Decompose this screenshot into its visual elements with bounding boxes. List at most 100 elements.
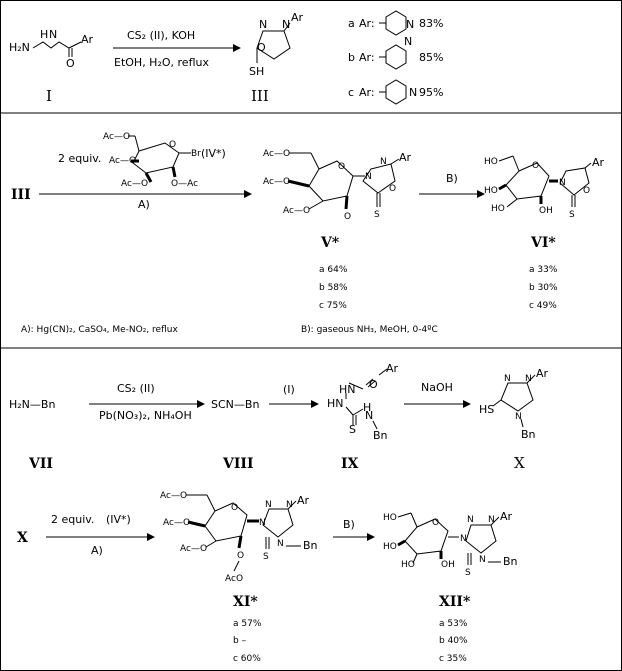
svg-text:Bn: Bn [373, 429, 388, 442]
reagent-label: A) [138, 198, 150, 211]
compound-vii-formula: H₂N—Bn [9, 398, 55, 411]
svg-text:S: S [349, 423, 356, 436]
svg-text:Ac—O: Ac—O [121, 179, 148, 189]
svg-text:a 57%: a 57% [233, 619, 262, 629]
svg-text:N: N [515, 412, 522, 422]
svg-text:Ar:: Ar: [359, 86, 375, 99]
compound-label-vii: VII [28, 456, 53, 472]
svg-text:c 35%: c 35% [439, 654, 467, 664]
compound-label-x-start: X [17, 530, 28, 546]
reagent-label: CS₂ (II), KOH [127, 29, 195, 42]
atom-label: O [66, 57, 75, 70]
atom-label: N [49, 28, 57, 41]
compound-label-iii: III [251, 87, 269, 105]
svg-text:Ar: Ar [536, 367, 549, 380]
svg-text:Ac—O: Ac—O [263, 149, 290, 159]
reagent-label: EtOH, H₂O, reflux [114, 56, 209, 69]
svg-text:Ac—O: Ac—O [283, 206, 310, 216]
svg-text:Bn: Bn [521, 428, 536, 441]
compound-i-structure: H₂N O Ar H N [9, 28, 94, 70]
svg-text:HO: HO [383, 542, 397, 552]
footnote-conditions-a: A): Hg(CN)₂, CaSO₄, Me-NO₂, reflux [21, 325, 178, 335]
svg-text:b 40%: b 40% [439, 636, 468, 646]
svg-text:Ac—O: Ac—O [263, 177, 290, 187]
svg-text:Ar: Ar [592, 156, 605, 169]
svg-text:b 30%: b 30% [529, 283, 558, 293]
svg-text:Ar:: Ar: [359, 17, 375, 30]
svg-text:OH: OH [441, 560, 455, 570]
svg-text:HN: HN [327, 397, 344, 410]
svg-text:HO: HO [484, 186, 498, 196]
svg-text:N: N [380, 157, 387, 167]
svg-text:HN: HN [339, 383, 356, 396]
compound-label-i: I [46, 87, 52, 105]
reaction-arrow-4a [46, 533, 155, 541]
svg-text:N: N [286, 500, 293, 510]
svg-text:Ar:: Ar: [359, 51, 375, 64]
svg-text:O: O [237, 551, 244, 561]
reagent-label: A) [91, 544, 103, 557]
compound-xii-structure: HO O HO HO OH N N N N Ar S Bn [383, 510, 518, 578]
svg-text:Ar: Ar [386, 362, 399, 375]
svg-text:Bn: Bn [503, 555, 518, 568]
reaction-arrow-2b [419, 190, 485, 198]
compound-iii-structure: N N O Ar SH [249, 11, 304, 78]
svg-text:a: a [348, 17, 355, 30]
svg-text:O: O [432, 518, 439, 528]
svg-text:O—Ac: O—Ac [171, 179, 198, 189]
svg-text:O: O [344, 212, 351, 222]
reagent-label: Pb(NO₃)₂, NH₄OH [99, 409, 192, 422]
svg-text:HO: HO [491, 204, 505, 214]
svg-text:N: N [265, 500, 272, 510]
svg-text:S: S [374, 210, 380, 220]
svg-text:S: S [569, 210, 575, 220]
reaction-arrow-1 [113, 44, 241, 52]
svg-text:O: O [583, 186, 590, 196]
compound-x-structure: N N N Ar HS Bn [479, 367, 549, 441]
reagent-label: CS₂ (II) [117, 382, 155, 395]
yield-list-xi: a 57% b – c 60% [233, 619, 262, 664]
atom-label: O [257, 41, 266, 54]
svg-text:Ac—O: Ac—O [163, 518, 190, 528]
pyridine-ring-icon [385, 10, 407, 36]
svg-text:N: N [409, 86, 417, 99]
yield-value: 95% [419, 86, 443, 99]
reagent-label: (IV*) [201, 147, 226, 160]
svg-text:Br: Br [191, 149, 201, 159]
compound-ix-structure: Ar O HN HN H N S Bn [327, 362, 399, 442]
aryl-variant-c: c Ar: N 95% [348, 79, 443, 105]
svg-text:S: S [465, 568, 471, 578]
svg-text:HO: HO [401, 560, 415, 570]
reaction-arrow-2a [39, 190, 252, 198]
yield-value: 83% [419, 17, 443, 30]
compound-label-vi: VI* [530, 235, 556, 251]
svg-text:N: N [525, 374, 532, 384]
svg-text:O: O [532, 161, 539, 171]
atom-label: Ar [81, 33, 94, 46]
compound-label-x: X [514, 454, 525, 472]
svg-text:O: O [338, 162, 345, 172]
svg-text:O: O [369, 378, 378, 391]
svg-text:N: N [460, 534, 467, 544]
reaction-arrow-4b [333, 533, 375, 541]
compound-xi-structure: Ac—O O Ac—O Ac—O O AcO N N N N Ar S Bn [160, 491, 318, 584]
reagent-label: (IV*) [106, 513, 131, 526]
reagent-label: 2 equiv. [58, 152, 101, 165]
svg-text:N: N [479, 555, 486, 565]
svg-text:S: S [263, 552, 269, 562]
compound-v-structure: Ac—O O Ac—O Ac—O O N N O Ar S [263, 149, 412, 222]
svg-text:Ac—O: Ac—O [180, 544, 207, 554]
svg-text:O: O [231, 503, 238, 513]
reagent-label: B) [446, 172, 458, 185]
svg-text:N: N [365, 409, 373, 422]
yield-list-vi: a 33% b 30% c 49% [529, 265, 558, 311]
compound-label-xii: XII* [439, 594, 471, 610]
compound-label-xi: XI* [233, 594, 258, 610]
atom-label: Ar [291, 11, 304, 24]
pyridine-ring-icon [385, 44, 407, 70]
svg-text:N: N [488, 515, 495, 525]
reaction-arrow-3a [89, 400, 205, 408]
svg-text:HO: HO [484, 157, 498, 167]
svg-text:HO: HO [383, 513, 397, 523]
